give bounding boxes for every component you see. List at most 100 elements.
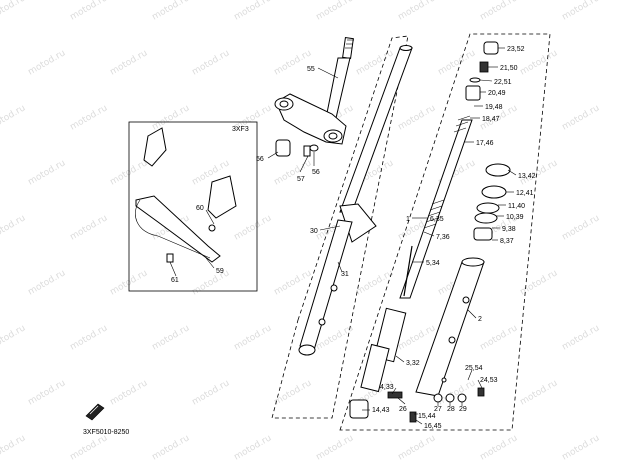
part-label-3-32: 3,32 (406, 360, 420, 367)
part-label-23-52: 23,52 (507, 46, 525, 53)
part-label-15-44: 15,44 (418, 413, 436, 420)
fork-spring (423, 115, 471, 229)
part-label-24-53: 24,53 (480, 377, 498, 384)
watermark-text: motod.ru (151, 103, 192, 132)
watermark-text: motod.ru (315, 0, 356, 23)
part-label-58: 56 (256, 156, 264, 163)
inset-label: 3XF3 (232, 126, 249, 133)
watermark-text: motod.ru (397, 103, 438, 132)
watermark-text: motod.ru (561, 323, 602, 352)
part-label-29: 29 (459, 406, 467, 413)
watermark-text: motod.ru (0, 213, 27, 242)
part-label-19-48: 19,48 (485, 104, 503, 111)
inset-frame (128, 121, 258, 292)
watermark-text: motod.ru (561, 433, 602, 462)
watermark-text: motod.ru (0, 0, 27, 23)
right-fork-internals (349, 41, 511, 423)
dust-seal (485, 163, 511, 177)
watermark-text: motod.ru (561, 213, 602, 242)
part-label-1: 1 (406, 216, 410, 223)
part-label-5-34: 5,34 (426, 260, 440, 267)
part-label-10-39: 10,39 (506, 214, 524, 221)
watermark-text: motod.ru (0, 103, 27, 132)
watermark-text: motod.ru (0, 323, 27, 352)
watermark-text: motod.ru (69, 103, 110, 132)
watermark-text: motod.ru (69, 433, 110, 462)
watermark-text: motod.ru (27, 48, 68, 77)
damper-bolt (409, 411, 417, 423)
watermark-text: motod.ru (69, 0, 110, 23)
part-label-55: 55 (307, 66, 315, 73)
left-fork-leg (298, 45, 413, 356)
part-label-22-51: 22,51 (494, 79, 512, 86)
washer (474, 212, 498, 224)
watermark-text: motod.ru (69, 213, 110, 242)
part-label-59: 59 (216, 268, 224, 275)
watermark-text: motod.ru (397, 433, 438, 462)
watermark-text: motod.ru (561, 0, 602, 23)
part-label-30: 30 (310, 228, 318, 235)
watermark-text: motod.ru (315, 433, 356, 462)
watermark-text: motod.ru (27, 158, 68, 187)
part-label-4-33: 4,33 (380, 384, 394, 391)
watermark-text: motod.ru (151, 433, 192, 462)
watermark-text: motod.ru (27, 378, 68, 407)
watermark-text: motod.ru (561, 103, 602, 132)
diagram-reference-code: 3XF5010-8250 (83, 429, 129, 436)
part-label-14-43: 14,43 (372, 407, 390, 414)
watermark-text: motod.ru (273, 158, 314, 187)
part-label-16-45: 16,45 (424, 423, 442, 430)
inset-bracket-assembly (135, 127, 237, 263)
watermark-text: motod.ru (151, 0, 192, 23)
part-label-57: 57 (297, 176, 305, 183)
part-label-61: 61 (171, 277, 179, 284)
watermark-text: motod.ru (273, 48, 314, 77)
steering-stem-assembly (274, 36, 354, 157)
orientation-arrow-icon (85, 403, 105, 421)
slide-metal (473, 227, 493, 241)
part-label-2: 2 (478, 316, 482, 323)
watermark-text: motod.ru (479, 323, 520, 352)
watermark-text: motod.ru (437, 48, 478, 77)
watermark-text: motod.ru (479, 433, 520, 462)
watermark-text: motod.ru (109, 48, 150, 77)
watermark-text: motod.ru (397, 0, 438, 23)
part-label-56: 56 (312, 169, 320, 176)
watermark-text: motod.ru (69, 323, 110, 352)
oil-seal (481, 185, 507, 199)
part-label-18-47: 18,47 (482, 116, 500, 123)
watermark-text: motod.ru (233, 213, 274, 242)
part-label-28: 28 (447, 406, 455, 413)
part-label-7-36: 7,36 (436, 234, 450, 241)
watermark-text: motod.ru (519, 378, 560, 407)
part-label-6-35: 6,35 (430, 216, 444, 223)
watermark-text: motod.ru (479, 0, 520, 23)
watermark-text: motod.ru (233, 433, 274, 462)
leader-lines (169, 47, 517, 425)
watermark-text: motod.ru (27, 268, 68, 297)
watermark-text: motod.ru (519, 48, 560, 77)
oil-lock-piece (349, 399, 369, 419)
part-label-27: 27 (434, 406, 442, 413)
watermark-text: motod.ru (519, 268, 560, 297)
watermark-text: motod.ru (109, 378, 150, 407)
watermark-text: motod.ru (233, 323, 274, 352)
left-fork-outline (271, 35, 409, 419)
watermark-text: motod.ru (233, 0, 274, 23)
part-label-26: 26 (399, 406, 407, 413)
part-label-20-49: 20,49 (488, 90, 506, 97)
watermark-text: motod.ru (355, 48, 396, 77)
retaining-clip (476, 202, 500, 214)
part-label-12-41: 12,41 (516, 190, 534, 197)
watermark-text: motod.ru (191, 48, 232, 77)
part-label-11-40: 11,40 (508, 203, 525, 210)
part-label-17-46: 17,46 (476, 140, 494, 147)
part-label-21-50: 21,50 (500, 65, 518, 72)
bolt (387, 391, 403, 399)
watermark-text: motod.ru (191, 378, 232, 407)
part-label-60: 60 (196, 205, 204, 212)
part-label-31: 31 (341, 271, 349, 278)
watermark-text: motod.ru (273, 378, 314, 407)
